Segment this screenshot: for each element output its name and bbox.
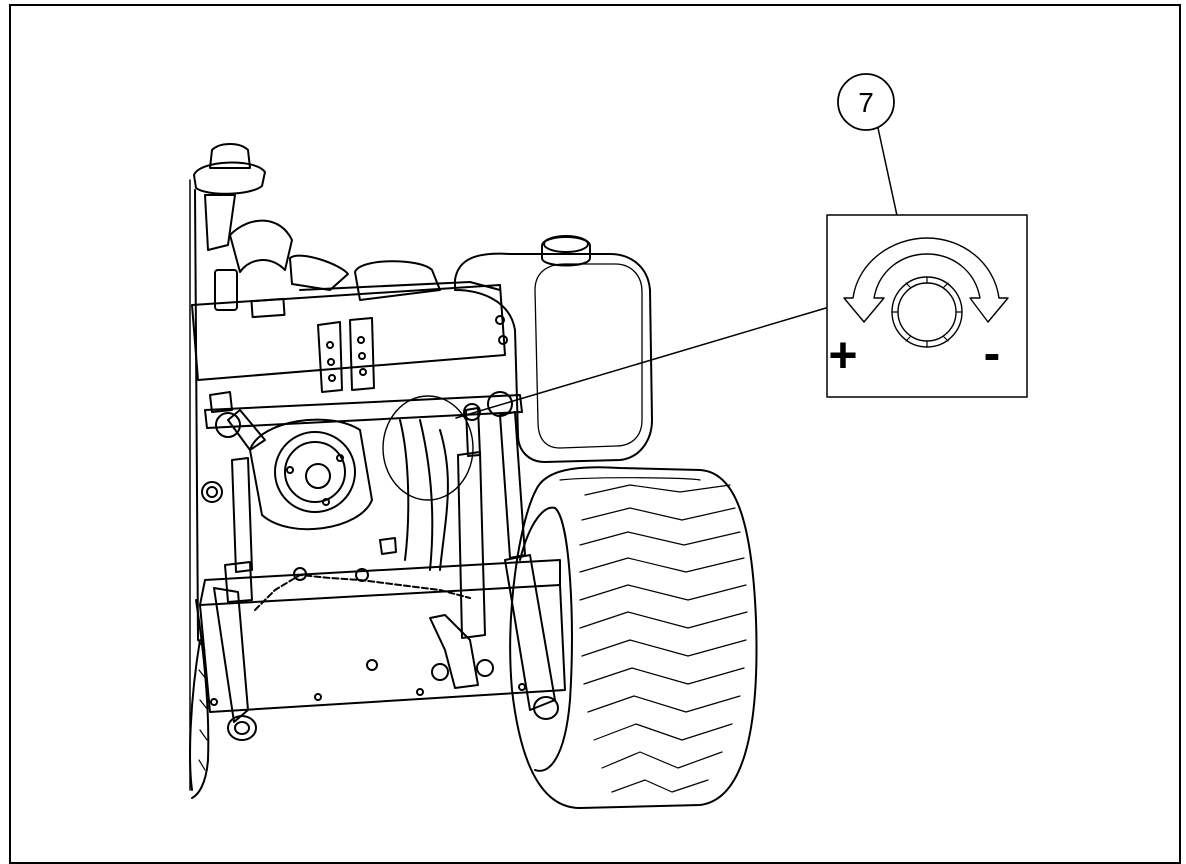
drawing-frame xyxy=(9,4,1181,864)
check-chain xyxy=(254,574,471,611)
callout-number: 7 xyxy=(858,87,874,118)
air-intake-cap xyxy=(193,161,266,195)
rear-tire xyxy=(509,466,758,809)
left-lift-link xyxy=(213,409,266,741)
plus-label: + xyxy=(828,327,857,383)
tractor-rear-illustration xyxy=(189,143,758,809)
pto-hub xyxy=(249,418,373,531)
valve-highlight-circle xyxy=(382,395,474,501)
adjustment-knob-icon xyxy=(891,276,963,348)
drawbar-plate xyxy=(199,559,566,713)
rotation-arrow-icon xyxy=(843,237,1009,323)
minus-label: - xyxy=(984,325,1001,381)
left-tire xyxy=(191,599,210,799)
hydraulic-tank xyxy=(454,235,653,463)
callout-circle xyxy=(837,73,895,131)
main-beam xyxy=(191,284,506,381)
hydraulic-cylinder xyxy=(457,403,486,639)
adjustment-inset: + - xyxy=(826,214,1028,398)
